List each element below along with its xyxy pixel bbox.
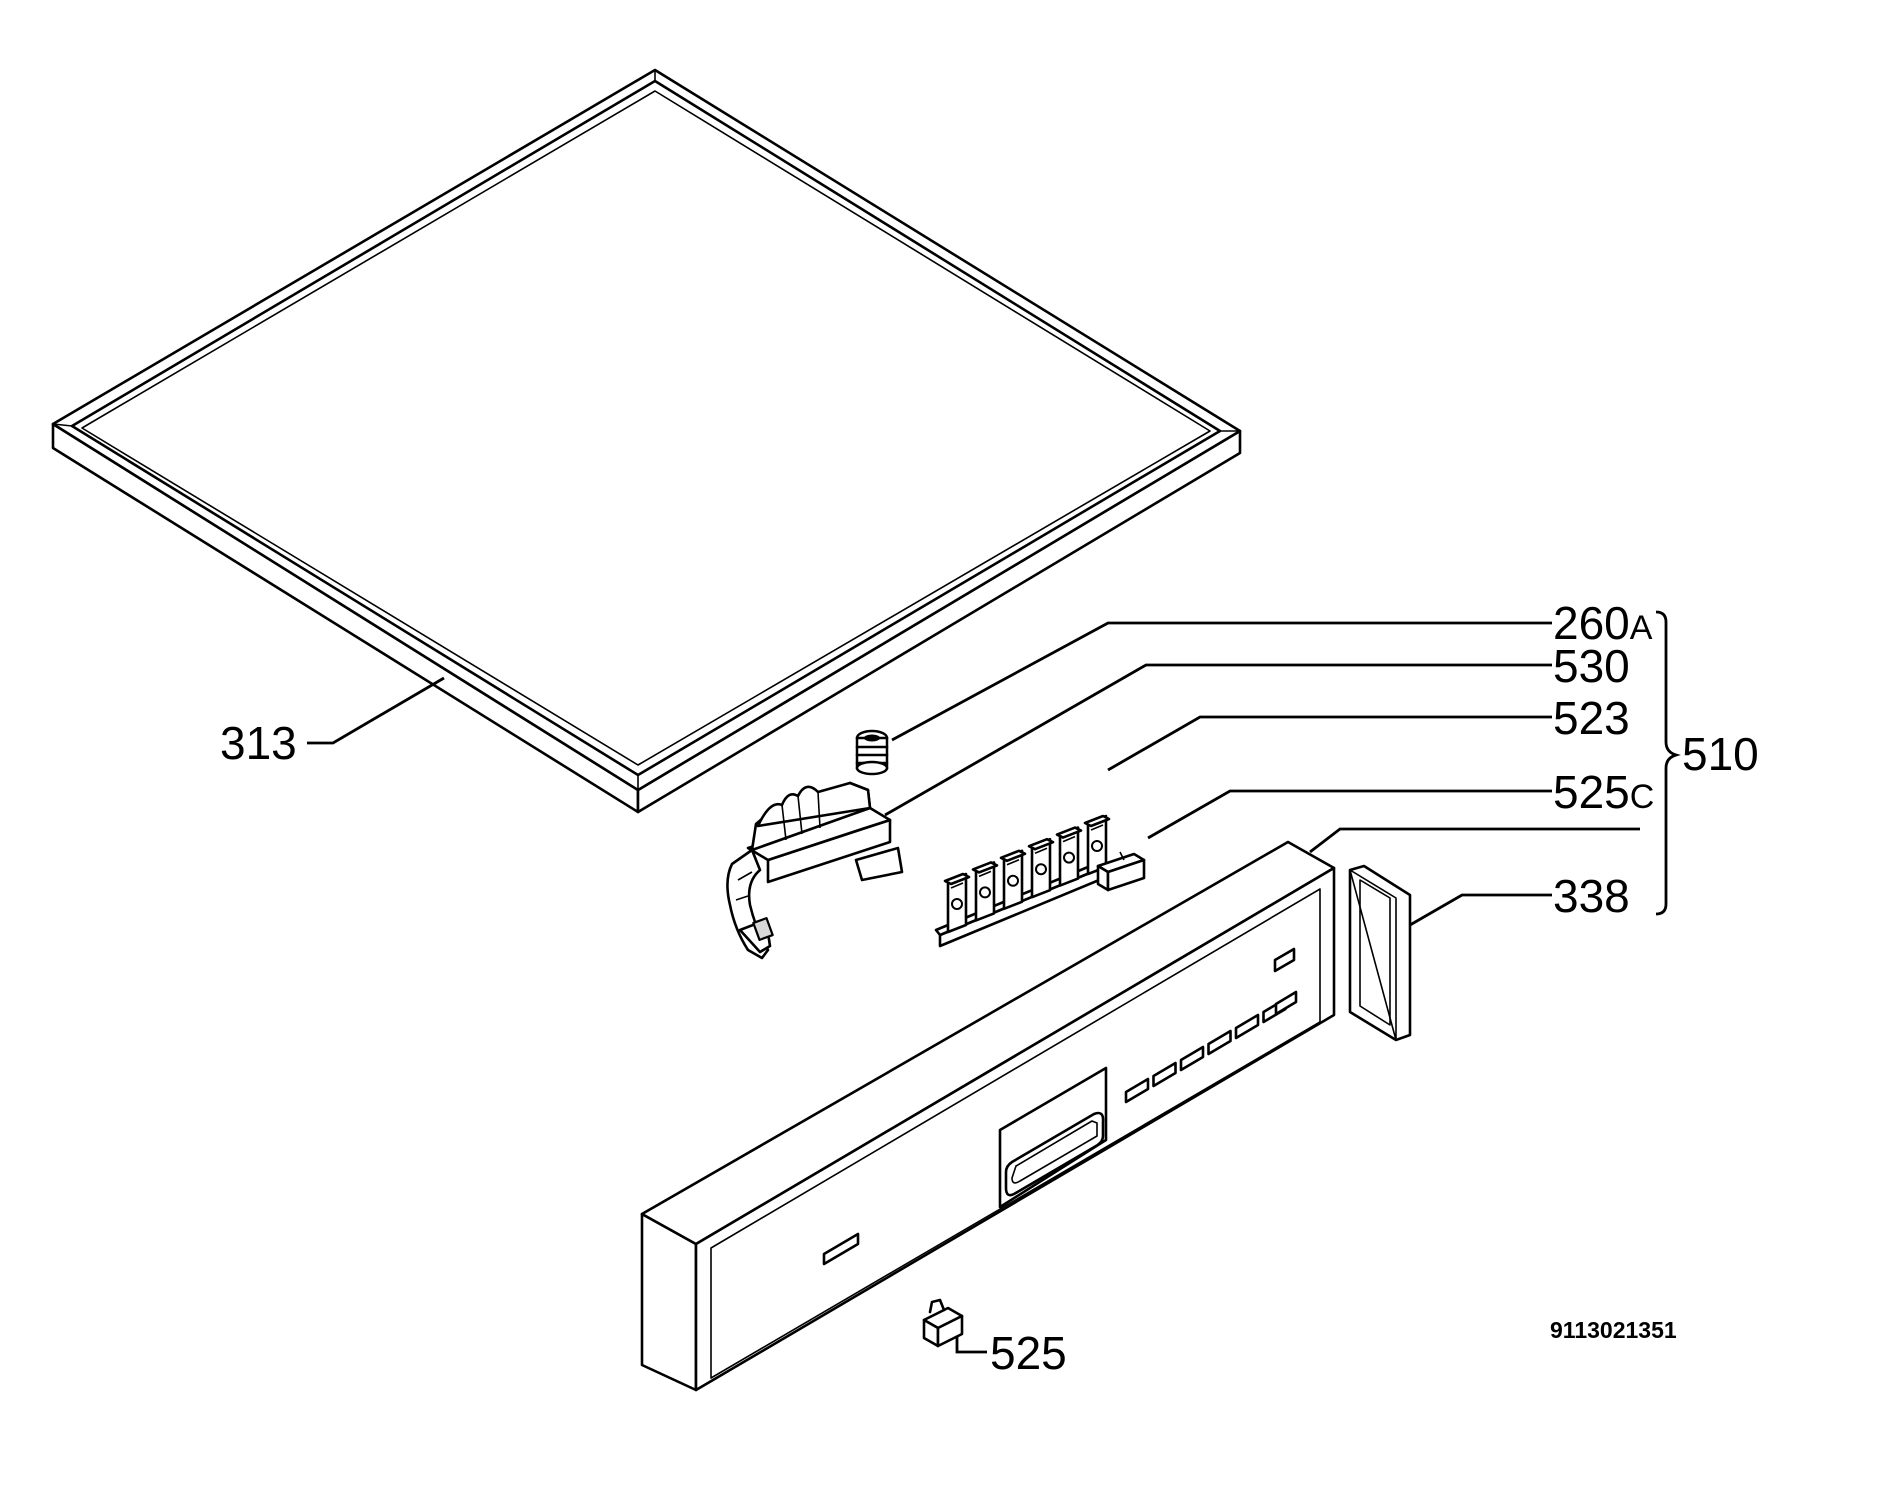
- button-stem: [999, 849, 1027, 911]
- button-stem: [1083, 814, 1111, 876]
- panel-button-slot: [1124, 1077, 1150, 1104]
- panel-button-slot: [1179, 1045, 1205, 1072]
- control-panel-510: [640, 840, 1336, 1392]
- button-stem: [1055, 826, 1083, 887]
- button-stem: [1027, 837, 1055, 899]
- document-id: 9113021351: [1550, 1317, 1677, 1343]
- label-338: 338: [1553, 870, 1630, 922]
- label-313: 313: [220, 717, 297, 769]
- panel-button-slot: [1152, 1061, 1177, 1088]
- label-525c-suffix: C: [1630, 778, 1655, 816]
- panel-button-slot: [1207, 1029, 1232, 1056]
- label-260: 260A: [1553, 597, 1653, 649]
- worktop-panel: [51, 68, 1242, 814]
- switch-525: [922, 1298, 964, 1348]
- label-525: 525: [990, 1327, 1067, 1379]
- label-510: 510: [1682, 728, 1759, 780]
- label-525c: 525C: [1553, 766, 1654, 818]
- callout-labels: 313 260A 530 523 525C 510 338 525 911302…: [220, 597, 1759, 1379]
- label-530: 530: [1553, 640, 1630, 692]
- label-260-suffix: A: [1630, 609, 1653, 647]
- button-stem: [971, 861, 999, 922]
- button-strip-523: [934, 814, 1111, 948]
- leader-lines: [307, 610, 1681, 1354]
- switch-525c: [1096, 851, 1146, 892]
- end-cap-338: [1348, 864, 1412, 1042]
- panel-button-slot: [1274, 990, 1298, 1016]
- label-523: 523: [1553, 692, 1630, 744]
- label-260-number: 260: [1553, 597, 1630, 649]
- panel-button-slot: [1234, 1013, 1260, 1040]
- door-latch-530: [726, 781, 904, 960]
- label-525c-number: 525: [1553, 766, 1630, 818]
- knob-260a: [855, 729, 889, 776]
- button-stem: [943, 872, 971, 934]
